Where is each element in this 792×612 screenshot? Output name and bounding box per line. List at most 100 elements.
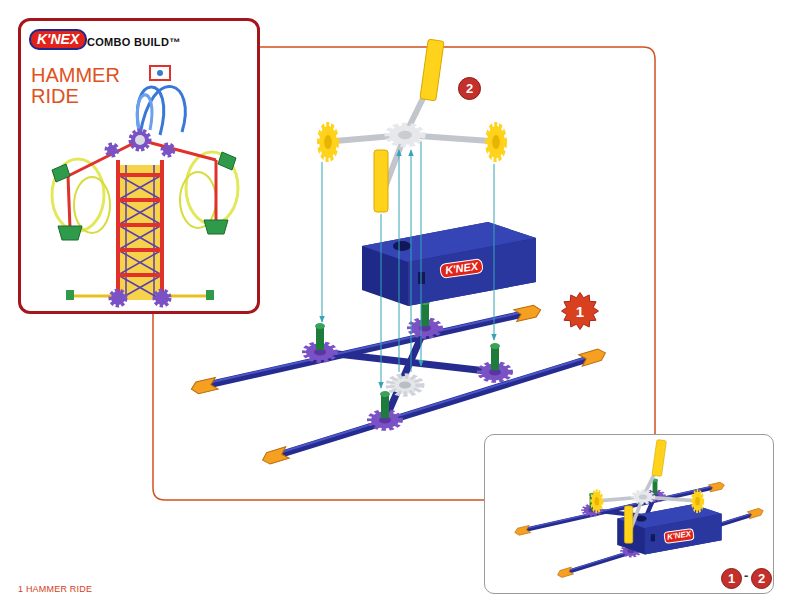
assembled-model: [592, 440, 703, 544]
top-assembly: [374, 150, 388, 212]
top-assembly: [492, 135, 500, 149]
step-number: 2: [751, 568, 772, 589]
step-burst: 1: [561, 292, 599, 330]
burst-shape: [562, 293, 599, 330]
base-frame: [212, 314, 523, 384]
base-frame: [399, 381, 411, 388]
base-frame: [261, 447, 289, 466]
base-frame: [381, 394, 389, 418]
step-number: 1: [721, 568, 742, 589]
page-footer: 1 HAMMER RIDE: [18, 584, 92, 594]
base-frame: [490, 343, 500, 349]
top-assembly: [319, 126, 337, 158]
base-frame: [190, 377, 218, 395]
hammer-ride-model: [58, 226, 82, 240]
hammer-ride-model: [116, 160, 120, 300]
hammer-ride-model: [140, 140, 216, 160]
base-frame: [380, 391, 390, 397]
hammer-ride-model: [68, 176, 70, 228]
top-assembly: [319, 126, 337, 158]
hammer-ride-model: [72, 295, 208, 298]
assembled-model: [514, 440, 764, 579]
base-frame: [579, 347, 607, 366]
motor-logo: K'NEX: [439, 258, 484, 279]
base-frame: [390, 376, 420, 394]
base-frame: [212, 312, 588, 452]
motor: [362, 222, 536, 306]
hammer-ride-model: [116, 198, 164, 202]
assembled-inset: -1 2: [484, 434, 774, 594]
hammer-ride-model: [135, 135, 145, 145]
series-name: COMBO BUILD™: [87, 36, 180, 48]
step-number-text: 1: [576, 304, 584, 319]
placement-arrows: [322, 162, 323, 322]
top-assembly: [420, 39, 444, 101]
motor: [408, 238, 536, 306]
top-ornament: [150, 66, 170, 80]
base-frame: [316, 326, 324, 350]
base-frame: [316, 302, 499, 418]
step-callout: 2: [458, 77, 481, 100]
hammer-ride-model: [74, 177, 110, 233]
range-dash: -: [744, 568, 748, 584]
base-frame: [212, 312, 523, 382]
hammer-ride-model: [218, 152, 236, 170]
hammer-ride-model: [215, 160, 218, 222]
hammer-ride-model: [116, 223, 164, 227]
base-frame: [315, 323, 325, 329]
inset-ground: [484, 434, 774, 594]
top-ornament: [157, 70, 163, 76]
hammer-ride-model: [118, 165, 162, 300]
hammer-ride-model: [116, 248, 164, 252]
hammer-ride-model: [52, 66, 238, 305]
title-panel: K'NEXCOMBO BUILD™ HAMMER RIDE: [18, 18, 260, 314]
hammer-ride-model: [155, 291, 169, 305]
hammer-ride-model: [204, 220, 228, 234]
hammer-ride-model: [116, 160, 164, 300]
placement-arrows: [411, 150, 412, 372]
top-assembly: [398, 131, 412, 139]
placement-arrows: [399, 150, 400, 372]
model-title: HAMMER RIDE: [31, 65, 120, 107]
base-frame: [421, 302, 429, 326]
hammer-ride-model: [206, 290, 214, 300]
motor-logo: K'NEX: [663, 528, 694, 544]
top-assembly: [319, 39, 505, 212]
placement-arrows: [494, 164, 495, 340]
top-assembly: [389, 125, 421, 144]
hammer-ride-model: [160, 160, 164, 300]
base-frame: [315, 299, 500, 397]
base-frame: [212, 314, 588, 454]
step-number-text: 2: [758, 572, 765, 585]
top-assembly: [389, 125, 421, 144]
placement-arrows: [421, 142, 422, 366]
base-frame: [390, 376, 420, 394]
base-frame: [491, 346, 499, 370]
step-number-text: 1: [728, 572, 735, 585]
brand-logo: K'NEX: [29, 29, 87, 50]
hammer-ride-model: [131, 131, 149, 149]
hammer-ride-model: [137, 86, 185, 135]
hammer-ride-model: [66, 290, 214, 300]
placement-arrows: [381, 214, 382, 388]
hammer-ride-model: [118, 175, 162, 300]
top-assembly: [487, 126, 505, 158]
top-assembly: [487, 126, 505, 158]
hammer-ride-model: [163, 145, 173, 155]
hammer-ride-model: [66, 290, 74, 300]
hammer-ride-model: [118, 165, 162, 300]
hammer-ride-model: [186, 152, 238, 224]
hammer-ride-model: [107, 131, 173, 305]
hammer-ride-model: [107, 145, 117, 155]
motor: [362, 222, 536, 306]
top-ornament: [150, 66, 170, 80]
panel-ground: [18, 18, 260, 314]
hammer-ride-model: [116, 273, 164, 277]
step-number-text: 2: [466, 82, 473, 95]
hammer-ride-model: [111, 291, 125, 305]
top-assembly: [324, 135, 332, 149]
hammer-ride-model: [52, 164, 70, 182]
motor: [393, 241, 411, 251]
